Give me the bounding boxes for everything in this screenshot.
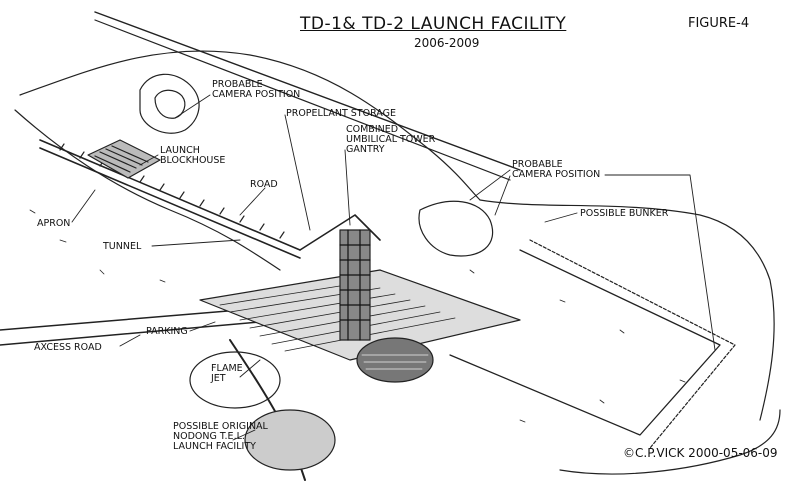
terrain-contour-south [559,409,781,475]
flame-jet-basin [189,351,281,409]
road-corridor-lower [94,19,511,181]
label-nodong-line2: NODONG T.E.L. [173,431,245,442]
leader-camera-1 [174,94,211,119]
leader-road [239,187,266,216]
blockhouse-stripes [94,145,149,173]
label-camera-position-2-line1: PROBABLE [512,159,563,170]
hill-east [418,200,494,257]
label-camera-position-2: PROBABLE CAMERA POSITION [512,160,600,180]
label-apron: APRON [37,218,71,229]
label-possible-bunker: POSSIBLE BUNKER [580,208,669,219]
terrain-texture [29,209,686,423]
label-umbilical-line2: UMBILICAL TOWER [346,134,436,145]
perimeter-fence-outer [529,239,736,449]
perimeter-fence [449,249,721,436]
leader-propellant [284,114,311,231]
label-umbilical-gantry: COMBINED UMBILICAL TOWER GANTRY [346,125,435,155]
leader-camera-2c [604,174,716,351]
leader-parking [189,321,216,332]
figure-number: FIGURE-4 [688,16,750,31]
leader-nodong [232,429,256,441]
label-parking: PARKING [146,326,188,337]
terrain-contour-north [19,50,481,201]
label-nodong-line3: LAUNCH FACILITY [173,441,256,452]
label-nodong-facility: POSSIBLE ORIGINAL NODONG T.E.L. LAUNCH F… [173,422,268,452]
label-launch-blockhouse-line1: LAUNCH [160,145,200,156]
terrain-contour-east [479,199,775,421]
tunnel-rail-1 [39,139,301,251]
gantry-lattice [339,229,371,341]
label-umbilical-line3: GANTRY [346,144,385,155]
leader-camera-2b [494,175,511,216]
label-camera-position-1-line2: CAMERA POSITION [212,89,301,100]
label-flame-jet: FLAME JET [211,364,243,384]
label-launch-blockhouse-line2: BLOCKHOUSE [160,155,226,166]
label-flame-jet-line1: FLAME [211,363,243,374]
label-road: ROAD [250,179,278,190]
label-propellant-storage: PROPELLANT STORAGE [286,108,396,119]
flame-pit-structure [356,337,434,383]
access-road-edge-2 [0,317,306,346]
leader-apron [71,189,96,223]
label-launch-blockhouse: LAUNCH BLOCKHOUSE [160,146,225,166]
umbilical-gantry-tower [339,229,371,341]
leader-camera-2a [469,169,511,201]
tunnel-rail-2 [39,147,301,259]
terrain-contour-west [14,109,281,271]
nodong-site [244,409,336,471]
label-tunnel: TUNNEL [103,241,142,252]
label-camera-position-2-line2: CAMERA POSITION [512,169,601,180]
leader-umbilical [344,149,351,226]
leader-flame-jet [239,359,261,378]
road-corridor-upper [94,11,521,171]
label-nodong-line1: POSSIBLE ORIGINAL [173,421,268,432]
leader-bunker [544,212,578,223]
label-camera-position-1: PROBABLE CAMERA POSITION [212,80,300,100]
leader-blockhouse [139,154,159,166]
label-umbilical-line1: COMBINED [346,124,399,135]
leader-tunnel [151,239,241,247]
copyright-credit: ©C.P.VICK 2000-05-06-09 [623,446,778,460]
leader-axcess [119,334,141,347]
figure-years: 2006-2009 [414,36,480,50]
gantry-crane-arm [299,214,381,251]
terrain-hill-nw-inner [154,89,186,119]
figure-title: TD-1& TD-2 LAUNCH FACILITY [300,14,567,34]
label-flame-jet-line2: JET [211,373,226,384]
label-axcess-road: AXCESS ROAD [34,342,102,353]
terrain-hill-nw [139,73,200,134]
flame-pit-hatch [361,354,429,370]
label-camera-position-1-line1: PROBABLE [212,79,263,90]
